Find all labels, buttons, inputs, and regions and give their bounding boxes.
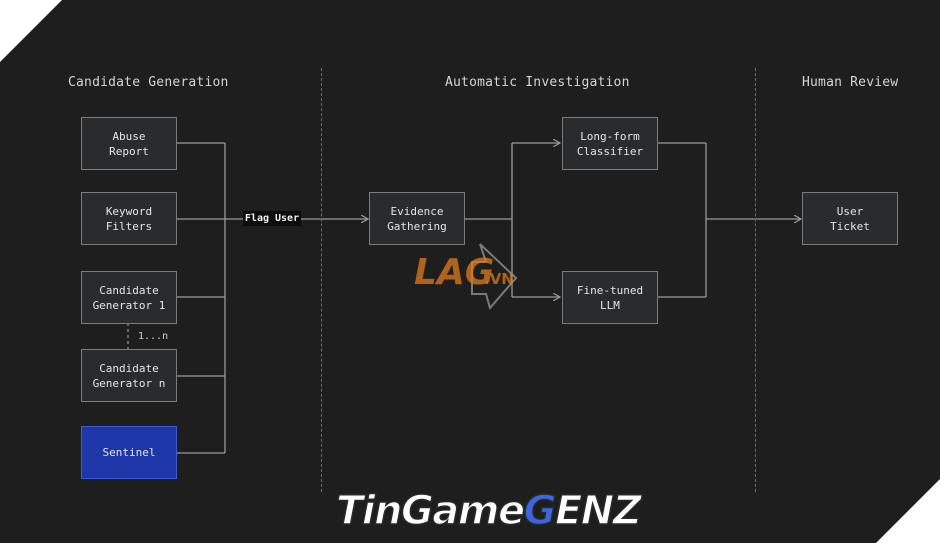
svg-text:.VN: .VN bbox=[484, 270, 514, 288]
node-candidate-generator-1: Candidate Generator 1 bbox=[81, 271, 177, 324]
node-keyword-filters: Keyword Filters bbox=[81, 192, 177, 245]
section-title-automatic-investigation: Automatic Investigation bbox=[445, 75, 630, 90]
lag-vn-watermark-logo: LAG .VN bbox=[414, 243, 518, 311]
node-evidence-gathering: Evidence Gathering bbox=[369, 192, 465, 245]
edge-label-flag-user: Flag User bbox=[243, 211, 301, 226]
edge-label-range: 1...n bbox=[138, 331, 169, 342]
node-candidate-generator-n: Candidate Generator n bbox=[81, 349, 177, 402]
node-user-ticket: User Ticket bbox=[802, 192, 898, 245]
section-divider bbox=[321, 68, 322, 492]
tingamegenz-watermark: TinGameGENZ bbox=[335, 487, 642, 535]
node-abuse-report: Abuse Report bbox=[81, 117, 177, 170]
node-long-form-classifier: Long-form Classifier bbox=[562, 117, 658, 170]
svg-text:LAG: LAG bbox=[414, 252, 494, 293]
section-divider bbox=[755, 68, 756, 492]
section-title-candidate-generation: Candidate Generation bbox=[68, 75, 229, 90]
node-fine-tuned-llm: Fine-tuned LLM bbox=[562, 271, 658, 324]
node-sentinel: Sentinel bbox=[81, 426, 177, 479]
section-title-human-review: Human Review bbox=[802, 75, 899, 90]
